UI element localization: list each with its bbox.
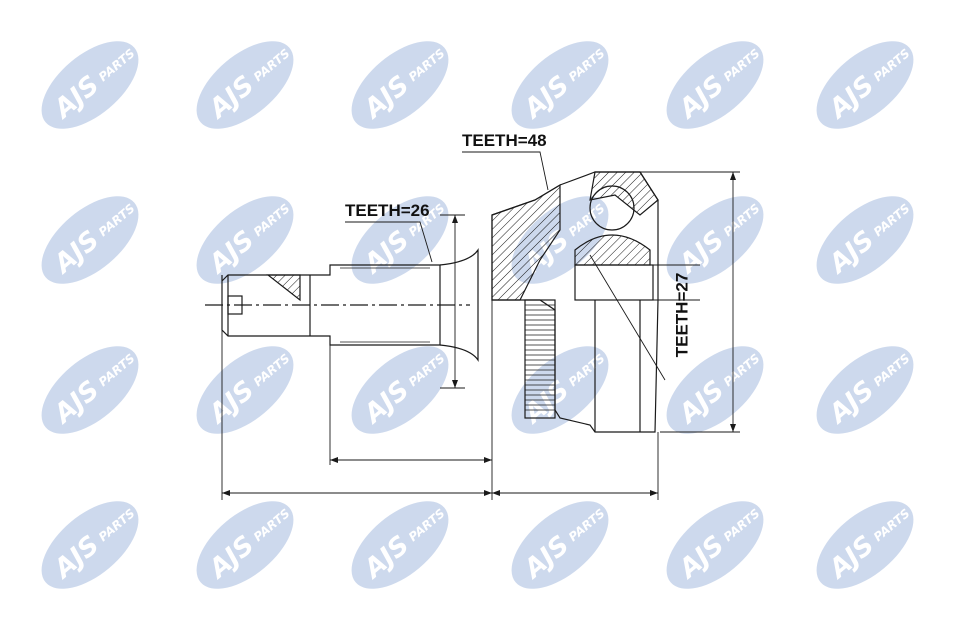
teeth-shaft-label: TEETH=26 — [345, 201, 430, 220]
teeth-inner-label: TEETH=27 — [672, 272, 692, 358]
dimension-lines — [221, 151, 740, 500]
arrowheads — [222, 172, 736, 496]
part-outline — [205, 171, 659, 433]
teeth-outer-label: TEETH=48 — [462, 131, 547, 150]
